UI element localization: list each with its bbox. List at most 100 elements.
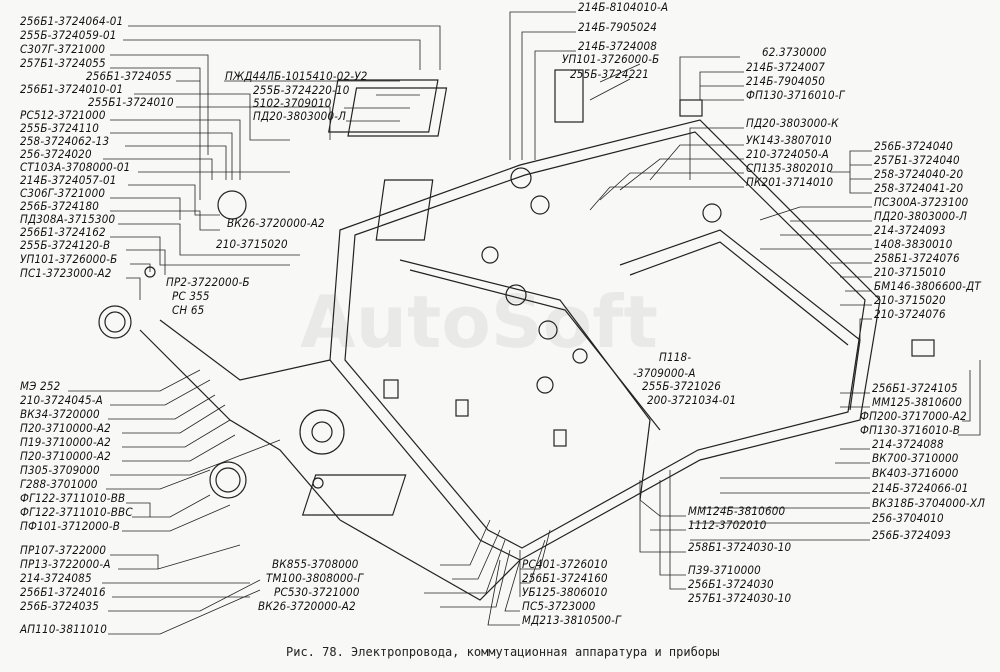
- headlamp-left: [98, 305, 132, 339]
- part-label: 210-3715010: [874, 265, 946, 279]
- part-label: 256Б1-3724010-01: [20, 82, 124, 96]
- instrument-4: [536, 376, 554, 394]
- part-label: 258-3724040-20: [874, 167, 964, 181]
- part-label: П19-3710000-А2: [20, 435, 111, 449]
- battery: [328, 79, 439, 133]
- switch-panel: [375, 179, 434, 241]
- part-label: П118-: [659, 350, 692, 364]
- part-label: 256Б1-3724016: [20, 585, 106, 599]
- part-label: РС530-3721000: [274, 585, 360, 599]
- harness-main: [329, 119, 881, 561]
- part-label: 214Б-3724007: [746, 60, 826, 74]
- part-label: 258Б1-3724076: [874, 251, 960, 265]
- part-label: ММ124Б-3810600: [688, 504, 786, 518]
- part-label: 214-3724093: [874, 223, 946, 237]
- instrument-2: [505, 284, 527, 306]
- leader-lines: [68, 11, 981, 635]
- part-label: СТ103А-3708000-01: [20, 160, 131, 174]
- part-label: БМ146-3806600-ДТ: [874, 279, 981, 293]
- part-label: 256Б-3724040: [874, 139, 954, 153]
- part-label: ВК26-3720000-А2: [227, 216, 325, 230]
- part-label: ФГ122-3711010-ВВС: [20, 505, 133, 519]
- part-label: Г288-3701000: [20, 477, 98, 491]
- part-label: 256Б-3724093: [872, 528, 952, 542]
- part-label: ФП200-3717000-А2: [860, 409, 967, 423]
- rear-lamp: [679, 99, 703, 117]
- generator-hub: [311, 421, 333, 443]
- part-label: 258-3724041-20: [874, 181, 964, 195]
- part-label: УП101-3726000-Б: [562, 52, 660, 66]
- harness-left: [159, 319, 331, 381]
- part-label: УК143-3807010: [746, 133, 832, 147]
- connector-mid: [455, 399, 469, 417]
- part-label: 256Б-3724180: [20, 199, 100, 213]
- headlamp-left-lens: [104, 311, 126, 333]
- part-label: ПЖД44ЛБ-1015410-02-У2: [225, 69, 368, 83]
- part-label: ФП130-3716010-Г: [746, 88, 845, 102]
- part-label: МД213-3810500-Г: [522, 613, 622, 627]
- part-label: ПС5-3723000: [522, 599, 596, 613]
- headlamp-front: [209, 461, 247, 499]
- part-label: 214Б-7905024: [578, 20, 658, 34]
- part-label: 257Б1-3724055: [20, 56, 106, 70]
- part-label: 256Б1-3724064-01: [20, 14, 124, 28]
- part-label: С307Г-3721000: [20, 42, 106, 56]
- part-label: ПС300А-3723100: [874, 195, 969, 209]
- figure-caption: Рис. 78. Электропровода, коммутационная …: [286, 645, 720, 659]
- part-label: ПС1-3723000-А2: [20, 266, 112, 280]
- harness-left2: [139, 329, 341, 521]
- instrument-1: [481, 246, 499, 264]
- part-label: 5102-3709010: [253, 96, 332, 110]
- part-label: П20-3710000-А2: [20, 421, 111, 435]
- part-label: МЭ 252: [20, 379, 61, 393]
- connector-left: [383, 379, 399, 399]
- battery-side: [347, 87, 448, 137]
- part-label: ПД20-3803000-К: [746, 116, 839, 130]
- part-label: ПР107-3722000: [20, 543, 107, 557]
- part-label: РС401-3726010: [522, 557, 608, 571]
- part-label: ПР13-3722000-А: [20, 557, 111, 571]
- part-label: 214Б-7904050: [746, 74, 826, 88]
- part-label: 257Б1-3724040: [874, 153, 960, 167]
- part-label: 210-3715020: [874, 293, 946, 307]
- part-label: 256Б-3724035: [20, 599, 100, 613]
- rear-lamp-right: [911, 339, 935, 357]
- part-label: 256Б1-3724105: [872, 381, 958, 395]
- part-label: ВК318Б-3704000-ХЛ: [872, 496, 986, 510]
- part-label: 258Б1-3724030-10: [688, 540, 792, 554]
- part-label: 256-3704010: [872, 511, 944, 525]
- part-label: ВК403-3716000: [872, 466, 959, 480]
- generator: [299, 409, 345, 455]
- part-label: 258-3724062-13: [20, 134, 110, 148]
- part-label: 200-3721034-01: [647, 393, 737, 407]
- part-label: ФГ122-3711010-ВВ: [20, 491, 126, 505]
- part-label: 255Б-3724110: [20, 121, 100, 135]
- headlamp-front-lens: [215, 467, 241, 493]
- part-label: 214-3724085: [20, 571, 92, 585]
- part-label: 214Б-3724057-01: [20, 173, 117, 187]
- part-label: ФП130-3716010-В: [860, 423, 961, 437]
- part-label: ВК855-3708000: [272, 557, 359, 571]
- part-label: П20-3710000-А2: [20, 449, 111, 463]
- part-label: 255Б-3724120-В: [20, 238, 111, 252]
- part-label: 210-3724076: [874, 307, 946, 321]
- part-label: 255Б-3724059-01: [20, 28, 117, 42]
- part-label: 1112-3702010: [688, 518, 767, 532]
- part-label: 210-3724045-А: [20, 393, 103, 407]
- part-label: ТМ100-3808000-Г: [266, 571, 364, 585]
- part-label: РС512-3721000: [20, 108, 106, 122]
- part-label: ПК201-3714010: [746, 175, 834, 189]
- part-label: 214Б-3724066-01: [872, 481, 969, 495]
- part-label: 255Б-3724221: [570, 67, 650, 81]
- part-label: 214Б-8104010-А: [578, 0, 669, 14]
- part-label: УП101-3726000-Б: [20, 252, 118, 266]
- instrument-5: [572, 348, 588, 364]
- relay-block: [554, 69, 584, 123]
- part-label: ПР2-3722000-Б: [166, 275, 250, 289]
- part-label: ММ125-3810600: [872, 395, 963, 409]
- part-label: УБ125-3806010: [522, 585, 608, 599]
- part-label: 1408-3830010: [874, 237, 953, 251]
- part-label: 255Б-3724220-10: [253, 83, 350, 97]
